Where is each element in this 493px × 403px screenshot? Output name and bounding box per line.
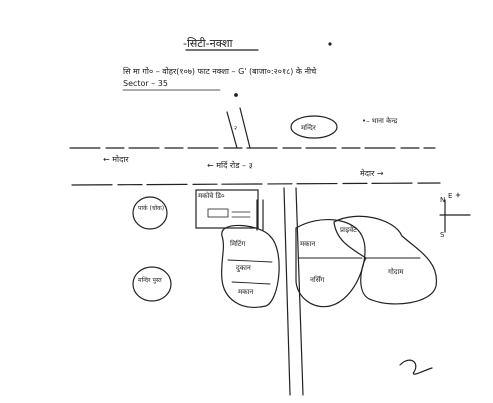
subtitle-dot <box>234 93 238 97</box>
cluster-label-5: नर्सिंग <box>310 275 325 284</box>
map-title: -सिटी-नक्शा <box>183 37 233 50</box>
site-inner-lines <box>231 211 251 218</box>
cluster-label-4: दुकान <box>236 264 251 273</box>
building-cluster-left <box>220 224 280 308</box>
cluster-label-1: मिटिंग <box>230 239 246 248</box>
road-label-east: मेदार → <box>360 169 384 178</box>
cluster-label-6: मकान <box>238 288 253 296</box>
police-station-legend: •– थाना केन्द्र <box>362 117 398 125</box>
park-circle-lower <box>132 266 172 302</box>
tilted-lane-left <box>226 111 238 149</box>
signature-mark <box>399 359 433 375</box>
tilted-lane-right <box>239 107 251 149</box>
building-cluster-left-div <box>227 259 273 285</box>
main-road-bottom-edge <box>71 182 441 186</box>
south-label: S <box>440 231 445 239</box>
tilted-lane-label: २ <box>234 125 237 132</box>
park-circle-small <box>132 196 168 230</box>
temple-ellipse <box>290 115 338 139</box>
map-subtitle-line1: सि मा गो० – वोहर(१०७) फाट नक्शा – G' (बा… <box>123 67 317 76</box>
site-box <box>195 189 259 229</box>
map-subtitle-line2: Sector – 35 <box>123 79 168 88</box>
side-lane-left <box>283 187 291 396</box>
top-dot <box>328 42 332 46</box>
park-small-label: पार्क (चोक) <box>138 204 164 212</box>
side-lane-right <box>295 187 304 396</box>
road-label-main: ← मर्दि रोड – ३ <box>207 161 253 170</box>
cluster-label-2: प्राइवेट <box>340 225 357 234</box>
temple-label: मन्दिर <box>301 123 316 132</box>
road-label-west: ← मोदार <box>103 155 129 164</box>
site-inner-mark <box>207 208 229 218</box>
site-label: मकोवे डि० <box>198 191 225 200</box>
north-label: N <box>440 196 446 204</box>
park-lower-label: मन्दिर पुस्त <box>138 276 162 284</box>
cluster-label-3: मकान <box>300 240 315 248</box>
cluster-label-7: गोदाम <box>388 267 404 276</box>
east-label: E <box>448 192 452 200</box>
